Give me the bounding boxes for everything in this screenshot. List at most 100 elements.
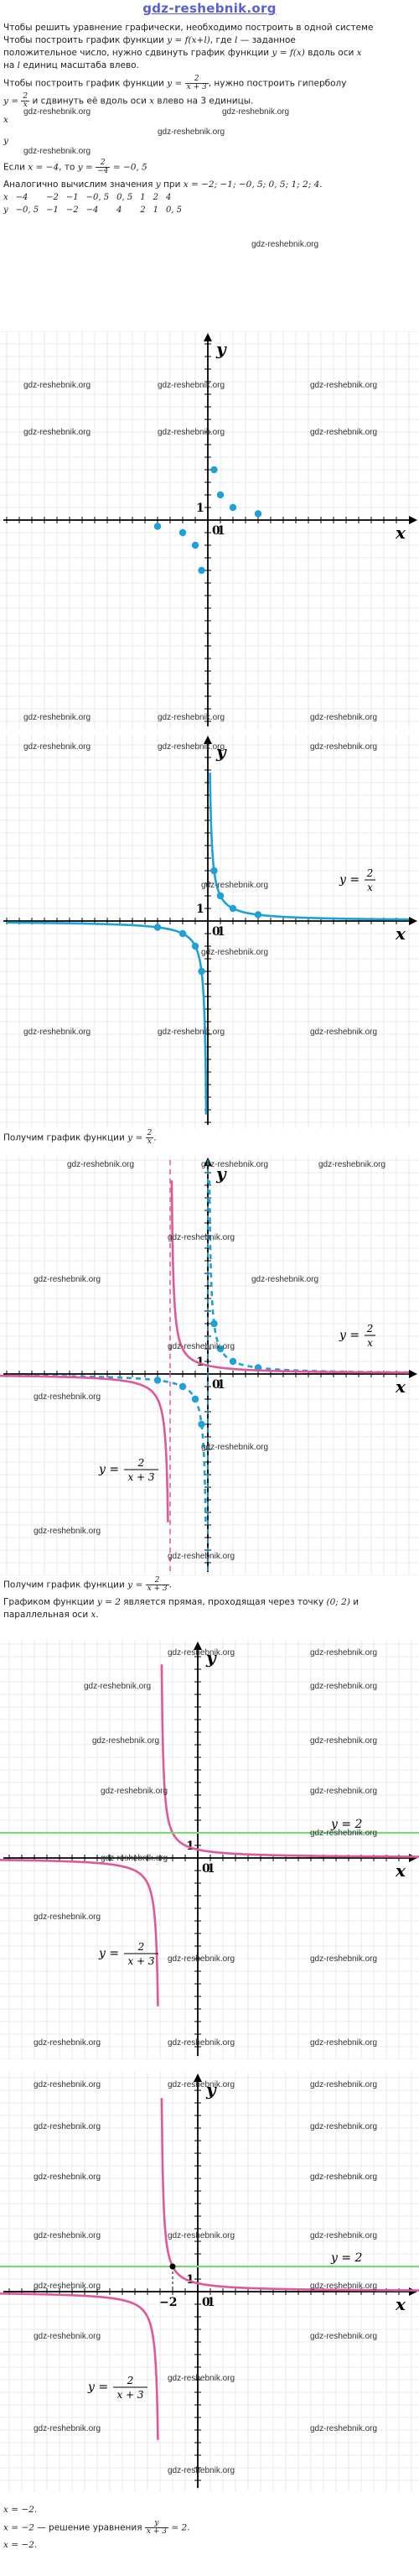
x-axis-arrow [409, 1370, 417, 1378]
watermark-text: gdz-reshebnik.org [310, 2122, 378, 2131]
y-axis-label: y [205, 1647, 217, 1668]
watermark-text: gdz-reshebnik.org [310, 381, 378, 390]
data-point [210, 466, 218, 474]
table-cell: −0, 5 [85, 193, 110, 202]
table-cell: 2 [153, 193, 158, 202]
equation-lhs: y = [87, 2381, 108, 2394]
origin-label: 0 [212, 925, 220, 939]
data-point [153, 523, 162, 530]
grid [0, 1640, 419, 2059]
watermark-text: gdz-reshebnik.org [23, 107, 91, 117]
intro-line-4: на l единиц масштаба влево. [3, 60, 139, 70]
watermark-text: gdz-reshebnik.org [34, 1912, 101, 1922]
hyperbola-left-branch [7, 1374, 207, 1522]
watermark-text: gdz-reshebnik.org [67, 1160, 135, 1169]
shifted-right-branch [160, 1664, 419, 1858]
watermark-text: gdz-reshebnik.org [34, 1527, 101, 1536]
watermark-text: gdz-reshebnik.org [310, 1787, 378, 1796]
watermark-text: gdz-reshebnik.org [34, 2038, 101, 2048]
watermark-text: gdz-reshebnik.org [168, 2374, 235, 2383]
data-point [153, 1376, 162, 1384]
y-axis-arrow [204, 333, 212, 341]
watermark-text: gdz-reshebnik.org [168, 1648, 235, 1657]
equation-label-constant: y = 2 [330, 2251, 363, 2265]
line-description-2: параллельная оси x. [3, 1610, 99, 1620]
origin-label: 0 [212, 524, 220, 538]
watermark-text: gdz-reshebnik.org [84, 1682, 152, 1691]
hyperbola-right-branch [209, 773, 410, 921]
equation-label-shifted: y =2x + 3 [98, 1457, 158, 1483]
equation-denominator: x + 3 [127, 1471, 154, 1483]
x-label-line: x [3, 115, 8, 125]
data-point [229, 904, 237, 913]
y-axis-label: y [215, 742, 227, 762]
watermark-text: gdz-reshebnik.org [310, 2424, 378, 2433]
data-point [216, 1345, 225, 1353]
data-point [198, 1420, 205, 1429]
watermark-text: gdz-reshebnik.org [168, 1342, 235, 1351]
data-point [198, 566, 205, 575]
watermark-text: gdz-reshebnik.org [168, 2080, 235, 2089]
watermark-text: gdz-reshebnik.org [251, 240, 319, 249]
y-label-line: y [3, 136, 8, 146]
watermark-text: gdz-reshebnik.org [168, 1954, 235, 1964]
watermark-text: gdz-reshebnik.org [310, 1736, 378, 1746]
table-cell: −2 [65, 206, 79, 215]
data-point [229, 503, 237, 512]
watermark-text: gdz-reshebnik.org [34, 1275, 101, 1284]
answer-line-1: x = −2. [3, 2505, 38, 2515]
watermark-text: gdz-reshebnik.org [310, 2332, 378, 2341]
intro-section: Чтобы решить уравнение графически, необх… [0, 22, 419, 216]
table-cell: 1 [140, 193, 146, 202]
unit-label: 1 [196, 502, 204, 515]
data-point [191, 1395, 199, 1403]
data-point [254, 911, 262, 919]
equation-lhs: y = [339, 1329, 360, 1342]
watermark-text: gdz-reshebnik.org [310, 2080, 378, 2089]
shifted-right-branch [160, 2098, 419, 2292]
equation-numerator: 2 [137, 1941, 145, 1953]
shifted-left-branch [0, 1859, 159, 2006]
watermark-text: gdz-reshebnik.org [168, 1552, 235, 1561]
line-description-1: Графиком функции y = 2 является прямая, … [3, 1597, 360, 1607]
watermark-text: gdz-reshebnik.org [310, 1954, 378, 1964]
table-cell: −4 [85, 206, 99, 215]
equation-lhs: y = [98, 1463, 119, 1476]
unit-label: 1 [186, 2273, 194, 2287]
data-point [191, 541, 199, 549]
data-point [216, 892, 225, 900]
intersection-point [169, 2263, 176, 2270]
equation-denominator: x + 3 [116, 2389, 143, 2401]
site-title-link[interactable]: gdz-reshebnik.org [142, 1, 277, 16]
equation-denominator: x + 3 [127, 1955, 154, 1967]
data-point [178, 929, 187, 938]
data-point [216, 491, 225, 499]
watermark-text: gdz-reshebnik.org [310, 2231, 378, 2240]
unit-label: 1 [217, 1378, 225, 1392]
watermark-text: gdz-reshebnik.org [318, 1160, 386, 1169]
x-axis-label: x [395, 924, 406, 944]
shifted-right-branch [170, 1180, 409, 1374]
table-cell: −4 [15, 193, 28, 202]
values-intro-line: Аналогично вычислим значения y при x = −… [3, 180, 323, 190]
watermark-text: gdz-reshebnik.org [92, 1736, 160, 1746]
x-axis-label: x [395, 2294, 406, 2314]
unit-label: 1 [186, 1840, 194, 1853]
table-cell: 0, 5 [116, 193, 133, 202]
data-point [210, 1319, 218, 1328]
equation-denominator: x [367, 1337, 373, 1349]
data-point [178, 528, 187, 537]
unit-label: 1 [217, 925, 225, 939]
watermark-text: gdz-reshebnik.org [201, 1443, 269, 1452]
equation-lhs: y = [98, 1947, 119, 1960]
equation-label-constant: y = 2 [330, 1818, 363, 1831]
